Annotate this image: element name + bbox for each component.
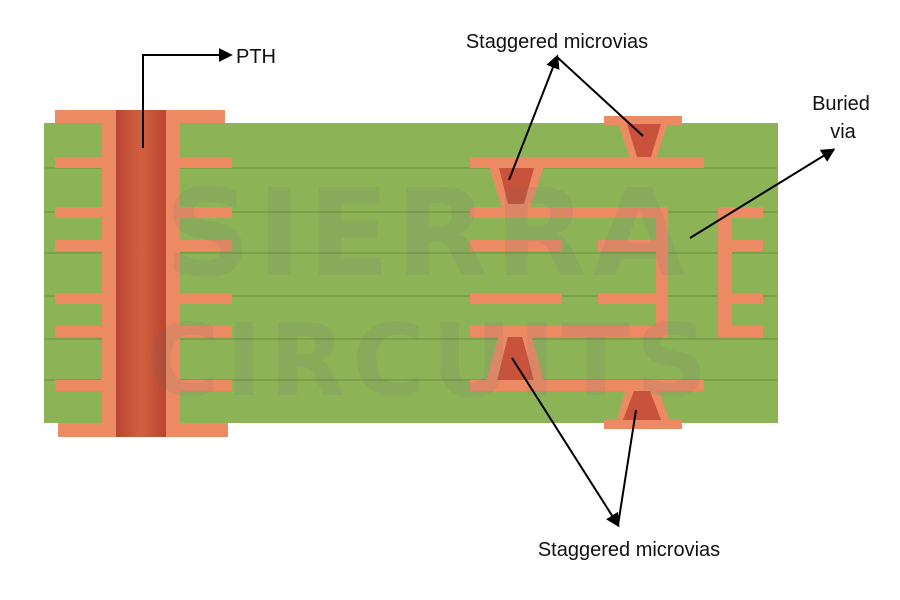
pth-label: PTH bbox=[236, 46, 276, 68]
microvia-bottom-outer-pad bbox=[604, 420, 682, 429]
inner-trace bbox=[598, 240, 668, 251]
buried-via-label-line2: via bbox=[830, 121, 856, 143]
microvia-top-layer2-trace bbox=[470, 157, 704, 168]
inner-trace bbox=[470, 240, 562, 251]
watermark-line1: SIERRA bbox=[165, 165, 692, 304]
staggered-microvias-top-label: Staggered microvias bbox=[466, 31, 648, 53]
buried-via-pad bbox=[718, 326, 763, 337]
pth-inner-pads-right bbox=[180, 157, 232, 391]
pth-right-wall bbox=[166, 110, 180, 437]
inner-trace bbox=[470, 326, 668, 337]
inner-trace bbox=[470, 293, 562, 304]
microvia-top-outer bbox=[627, 124, 661, 157]
buried-via-pad bbox=[718, 207, 763, 218]
buried-via-label-line1: Buried bbox=[812, 93, 870, 115]
pth-left-wall bbox=[102, 110, 116, 437]
buried-via-pad bbox=[718, 240, 763, 251]
staggered-top-arrow-left bbox=[508, 54, 560, 181]
annotation-arrows bbox=[142, 48, 836, 528]
staggered-bottom-arrow-right bbox=[617, 409, 637, 526]
inner-trace bbox=[470, 207, 668, 218]
inner-copper-traces bbox=[470, 207, 668, 337]
watermark-line2: CIRCUITS bbox=[146, 302, 714, 419]
pth-barrel bbox=[116, 110, 166, 437]
staggered-top-arrow-right bbox=[556, 56, 644, 137]
staggered-bottom-arrow-left bbox=[511, 357, 620, 528]
microvia-bottom-layer-trace bbox=[470, 380, 704, 391]
staggered-microvias-bottom-label: Staggered microvias bbox=[538, 539, 720, 561]
microvia-bottom-inner bbox=[497, 336, 534, 381]
pth-via bbox=[55, 110, 232, 437]
buried-via-pad bbox=[718, 293, 763, 304]
pth-arrow bbox=[142, 48, 233, 148]
staggered-microvias-bottom bbox=[470, 331, 704, 429]
staggered-microvias-top bbox=[470, 116, 704, 208]
watermark: SIERRA CIRCUITS bbox=[146, 165, 714, 419]
buried-via-barrel bbox=[718, 207, 732, 337]
pth-inner-pads-left bbox=[55, 157, 102, 391]
buried-via bbox=[718, 207, 763, 337]
buried-via-arrow bbox=[689, 148, 836, 239]
inner-trace bbox=[598, 293, 668, 304]
microvia-bottom-outer bbox=[623, 391, 661, 420]
microvia-top-inner bbox=[499, 168, 534, 204]
inner-vertical-connector bbox=[656, 207, 668, 337]
